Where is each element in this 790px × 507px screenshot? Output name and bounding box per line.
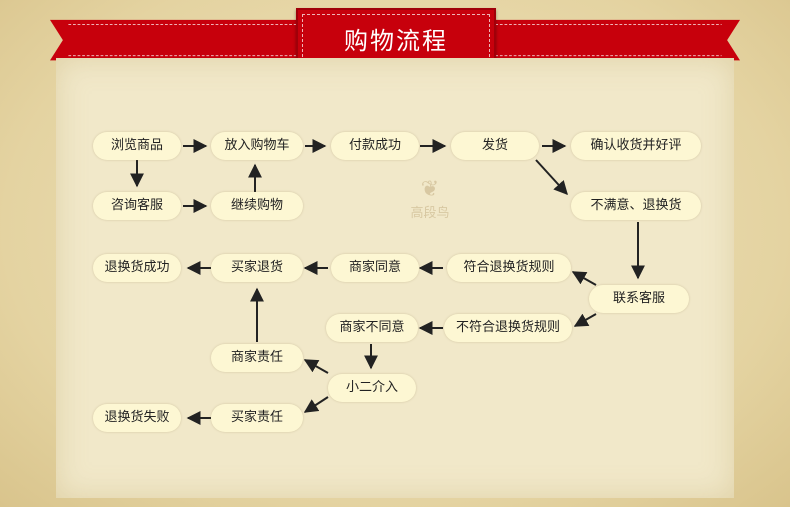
node-meets-rules: 符合退换货规则 — [447, 254, 571, 282]
node-xiaoer-intervene: 小二介入 — [328, 374, 416, 402]
node-contact-seller: 联系客服 — [589, 285, 689, 313]
node-continue-shopping: 继续购物 — [211, 192, 303, 220]
node-not-meets-rules: 不符合退换货规则 — [444, 314, 572, 342]
watermark-logo: ❦ 高段鸟 — [400, 178, 460, 234]
arrow-xiaoer-to-merchantliable — [303, 359, 329, 374]
node-buyer-liable: 买家责任 — [211, 404, 303, 432]
watermark-text: 高段鸟 — [410, 206, 450, 221]
node-pay-success: 付款成功 — [331, 132, 419, 160]
node-merchant-disagree: 商家不同意 — [326, 314, 418, 342]
node-merchant-liable: 商家责任 — [211, 344, 303, 372]
page-title: 购物流程 — [344, 26, 448, 55]
arrow-ship-to-unsatisfied — [535, 159, 568, 196]
node-return-fail: 退换货失败 — [93, 404, 181, 432]
arrow-contact-to-meets — [571, 271, 597, 286]
node-return-success: 退换货成功 — [93, 254, 181, 282]
ribbon-banner — [50, 19, 740, 64]
node-browse: 浏览商品 — [93, 132, 181, 160]
arrow-contact-to-notmeets — [573, 313, 597, 327]
node-confirm-review: 确认收货并好评 — [571, 132, 701, 160]
watermark-bird-icon: ❦ — [420, 177, 440, 202]
node-merchant-agree: 商家同意 — [331, 254, 419, 282]
node-consult-service: 咨询客服 — [93, 192, 181, 220]
node-unsatisfied-return: 不满意、退换货 — [571, 192, 701, 220]
node-buyer-return: 买家退货 — [211, 254, 303, 282]
arrow-xiaoer-to-buyerliable — [303, 396, 329, 413]
node-add-cart: 放入购物车 — [211, 132, 303, 160]
node-ship: 发货 — [451, 132, 539, 160]
